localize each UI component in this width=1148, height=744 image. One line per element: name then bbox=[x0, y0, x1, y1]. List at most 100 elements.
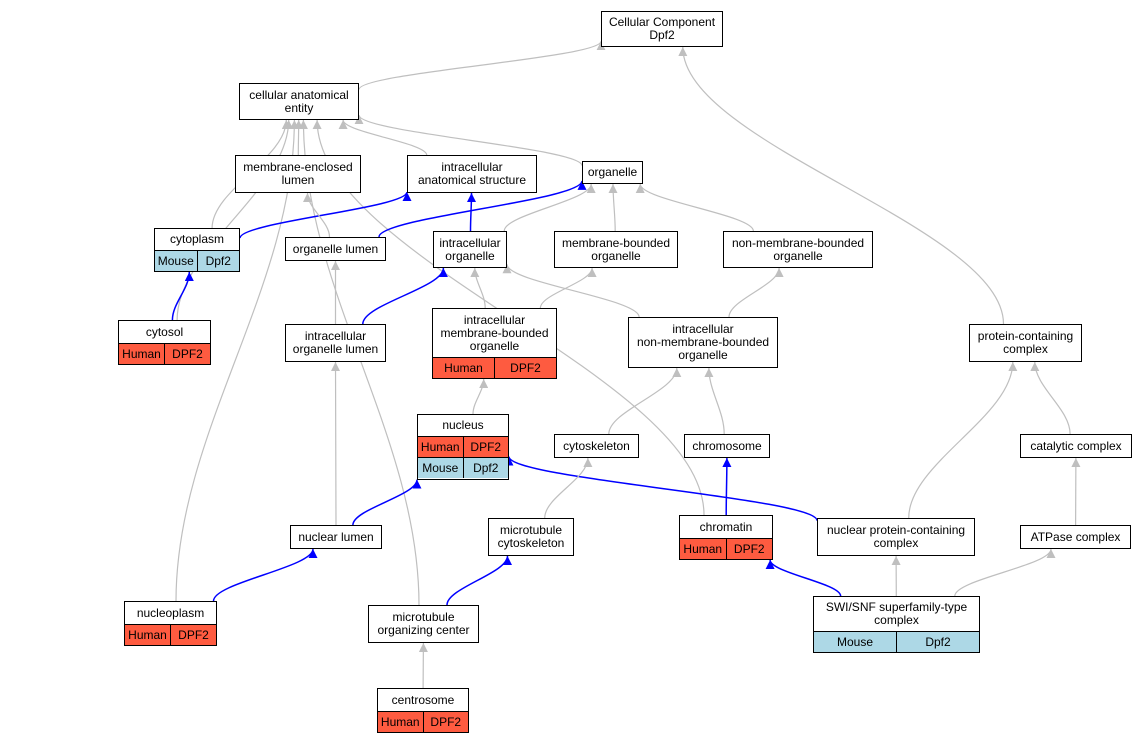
is-a-edge bbox=[303, 192, 331, 238]
node-title: cytoskeleton bbox=[563, 438, 630, 453]
node-title: chromatin bbox=[699, 519, 753, 534]
node-atpase-complex[interactable]: ATPase complex bbox=[1020, 525, 1131, 549]
node-chromatin[interactable]: chromatin Human DPF2 bbox=[679, 515, 773, 560]
node-organelle[interactable]: organelle bbox=[582, 161, 643, 184]
is-a-edge bbox=[331, 361, 341, 526]
gene-tag: Dpf2 bbox=[896, 632, 979, 652]
part-of-edge bbox=[362, 267, 448, 325]
node-title: ATPase complex bbox=[1030, 529, 1121, 544]
is-a-edge bbox=[338, 119, 428, 156]
species-annotation-row: Mouse Dpf2 bbox=[814, 631, 979, 652]
species-tag: Human bbox=[119, 344, 164, 364]
is-a-edge bbox=[635, 183, 754, 232]
species-tag: Human bbox=[418, 437, 463, 457]
node-intracellular-membrane-bounded-organelle[interactable]: intracellular membrane-bounded organelle… bbox=[432, 308, 557, 379]
node-title: catalytic complex bbox=[1030, 438, 1122, 453]
node-non-membrane-bounded-organelle[interactable]: non-membrane-bounded organelle bbox=[723, 231, 873, 268]
part-of-edge bbox=[239, 191, 412, 239]
node-cytoskeleton[interactable]: cytoskeleton bbox=[554, 434, 639, 458]
node-title: membrane-enclosed lumen bbox=[243, 160, 353, 187]
species-annotation-row: Human DPF2 bbox=[119, 343, 210, 364]
part-of-edge bbox=[446, 555, 512, 606]
species-tag: Mouse bbox=[814, 632, 896, 652]
node-nucleoplasm[interactable]: nucleoplasm Human DPF2 bbox=[124, 601, 217, 646]
node-title: membrane-bounded organelle bbox=[561, 235, 671, 263]
is-a-edge bbox=[358, 40, 606, 91]
gene-tag: DPF2 bbox=[170, 625, 216, 645]
node-title: cytosol bbox=[145, 324, 184, 339]
node-intracellular-organelle[interactable]: intracellular organelle bbox=[433, 231, 507, 268]
is-a-edge bbox=[472, 378, 489, 415]
part-of-edge bbox=[504, 456, 818, 521]
is-a-edge bbox=[1030, 361, 1071, 435]
species-tag: Human bbox=[378, 712, 423, 732]
node-title: nucleus bbox=[442, 418, 484, 432]
species-annotation-row: Human DPF2 bbox=[418, 436, 508, 457]
node-nuclear-lumen[interactable]: nuclear lumen bbox=[290, 525, 382, 549]
species-tag: Human bbox=[680, 539, 726, 559]
node-title: Cellular Component Dpf2 bbox=[608, 15, 716, 42]
is-a-edge bbox=[539, 267, 597, 309]
node-title: intracellular organelle lumen bbox=[292, 329, 379, 356]
node-title: intracellular non-membrane-bounded organ… bbox=[636, 322, 770, 362]
is-a-edge bbox=[608, 183, 618, 232]
species-annotation-row: Human DPF2 bbox=[125, 624, 216, 645]
node-title: intracellular membrane-bounded organelle bbox=[440, 312, 549, 353]
gene-tag: DPF2 bbox=[494, 358, 556, 378]
node-intracellular-anatomical-structure[interactable]: intracellular anatomical structure bbox=[407, 155, 537, 193]
node-cellular-component-dpf2[interactable]: Cellular Component Dpf2 bbox=[601, 11, 723, 47]
gene-tag: Dpf2 bbox=[196, 251, 239, 271]
node-title: intracellular anatomical structure bbox=[417, 160, 527, 187]
species-annotation-row: Human DPF2 bbox=[433, 357, 556, 378]
node-nuclear-protein-containing-complex[interactable]: nuclear protein-containing complex bbox=[817, 518, 975, 556]
node-centrosome[interactable]: centrosome Human DPF2 bbox=[377, 688, 469, 733]
part-of-edge bbox=[352, 479, 422, 526]
is-a-edge bbox=[608, 367, 682, 435]
node-cytosol[interactable]: cytosol Human DPF2 bbox=[118, 320, 211, 365]
species-annotation-row: Mouse Dpf2 bbox=[418, 457, 508, 478]
is-a-edge bbox=[354, 114, 583, 166]
node-cytoplasm[interactable]: cytoplasm Mouse Dpf2 bbox=[154, 228, 240, 272]
node-title: organelle bbox=[587, 165, 638, 179]
gene-tag: DPF2 bbox=[462, 437, 508, 457]
node-title: organelle lumen bbox=[292, 241, 379, 256]
node-title: cytoplasm bbox=[169, 232, 225, 246]
node-microtubule-organizing-center[interactable]: microtubule organizing center bbox=[368, 605, 479, 643]
node-title: non-membrane-bounded organelle bbox=[731, 235, 865, 263]
node-title: centrosome bbox=[391, 692, 455, 707]
node-intracellular-organelle-lumen[interactable]: intracellular organelle lumen bbox=[285, 324, 386, 362]
species-annotation-row: Human DPF2 bbox=[680, 538, 772, 559]
node-title: microtubule cytoskeleton bbox=[497, 523, 565, 550]
node-membrane-enclosed-lumen[interactable]: membrane-enclosed lumen bbox=[235, 155, 361, 193]
node-swi-snf-superfamily-type-complex[interactable]: SWI/SNF superfamily-type complex Mouse D… bbox=[813, 596, 980, 653]
node-title: cellular anatomical entity bbox=[249, 87, 349, 115]
gene-tag: DPF2 bbox=[164, 344, 210, 364]
node-title: nucleoplasm bbox=[136, 605, 205, 620]
node-title: nuclear protein-containing complex bbox=[826, 523, 966, 550]
node-title: SWI/SNF superfamily-type complex bbox=[825, 600, 968, 627]
node-membrane-bounded-organelle[interactable]: membrane-bounded organelle bbox=[554, 231, 678, 268]
node-catalytic-complex[interactable]: catalytic complex bbox=[1020, 434, 1132, 458]
node-organelle-lumen[interactable]: organelle lumen bbox=[285, 237, 386, 261]
species-tag: Human bbox=[125, 625, 170, 645]
node-nucleus[interactable]: nucleus Human DPF2 Mouse Dpf2 bbox=[417, 414, 509, 480]
is-a-edge bbox=[502, 264, 640, 318]
is-a-edge bbox=[678, 46, 1005, 325]
is-a-edge bbox=[704, 367, 725, 435]
node-cellular-anatomical-entity[interactable]: cellular anatomical entity bbox=[239, 83, 359, 120]
part-of-edge bbox=[171, 271, 194, 321]
gene-tag: DPF2 bbox=[422, 712, 468, 732]
node-microtubule-cytoskeleton[interactable]: microtubule cytoskeleton bbox=[488, 518, 574, 556]
species-tag: Mouse bbox=[155, 251, 197, 271]
node-protein-containing-complex[interactable]: protein-containing complex bbox=[969, 324, 1082, 362]
node-chromosome[interactable]: chromosome bbox=[684, 434, 770, 458]
node-title: chromosome bbox=[692, 438, 762, 453]
is-a-edge bbox=[503, 183, 596, 232]
species-annotation-row: Mouse Dpf2 bbox=[155, 250, 239, 271]
node-intracellular-non-membrane-bounded-organelle[interactable]: intracellular non-membrane-bounded organ… bbox=[628, 317, 778, 368]
node-title: protein-containing complex bbox=[977, 329, 1074, 356]
species-tag: Mouse bbox=[418, 458, 463, 478]
node-title: microtubule organizing center bbox=[377, 610, 470, 637]
is-a-edge bbox=[954, 548, 1056, 597]
